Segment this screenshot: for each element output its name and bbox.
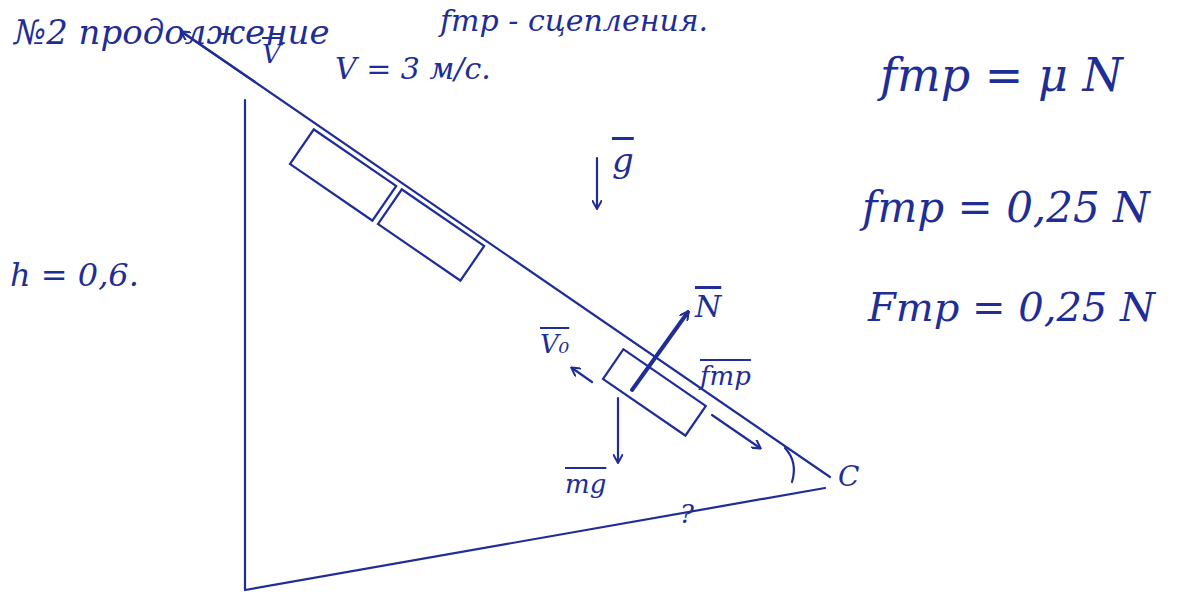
base-side [245,488,825,590]
normal-force-arrow [632,312,688,390]
handwritten-label: mg [565,470,606,499]
handwritten-label: Fтр = 0,25 N [868,285,1155,329]
handwritten-label: C [838,462,859,493]
handwritten-label: №2 продолжение [14,14,330,51]
handwritten-label: V₀ [540,330,569,359]
weight-arrow [617,398,619,462]
block [290,129,396,220]
handwritten-label: ? [680,500,694,529]
handwritten-label: h = 0,6. [10,258,139,293]
handwritten-label: N [695,290,721,323]
handwritten-label: V = 3 м/с. [335,52,491,85]
gravity-arrow [596,158,598,208]
handwritten-label: fтр = 0,25 N [862,185,1150,231]
handwritten-label: fтр = μ N [880,50,1123,101]
handwritten-label: g [612,142,634,179]
vertical-side [244,100,246,590]
handwritten-label: fтр - сцепления. [440,4,708,37]
block [378,189,484,280]
friction-arrow [712,415,760,448]
handwritten-label: fтр [700,362,751,391]
incline [185,34,830,477]
angle-arc [785,448,794,482]
v0-arrow [572,368,592,382]
handwritten-label: V [262,40,281,69]
